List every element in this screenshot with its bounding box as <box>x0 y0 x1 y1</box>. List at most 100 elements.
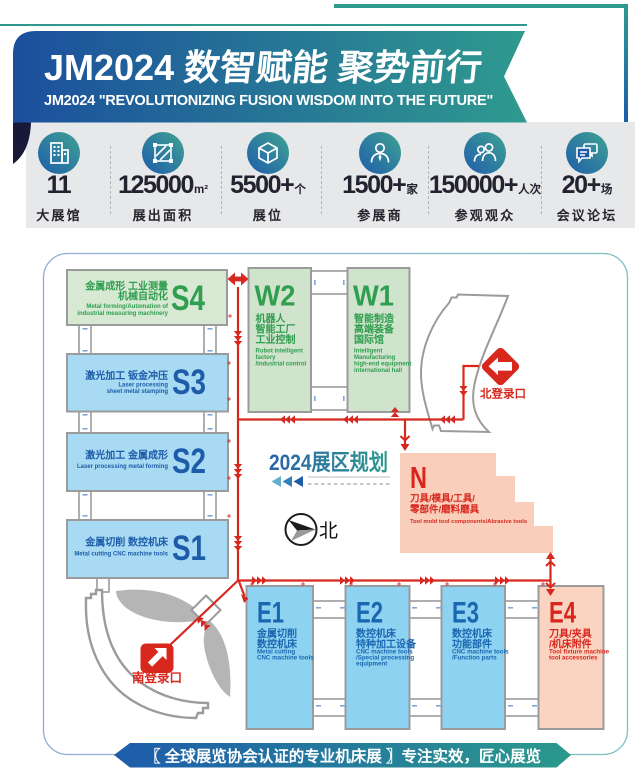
shape-path <box>227 439 231 443</box>
footer-ribbon <box>114 743 571 768</box>
hall-W1-en3: high-end equipment <box>354 362 411 368</box>
shape-rect <box>312 600 347 619</box>
south-entrance-icon[interactable] <box>140 643 174 674</box>
north-building <box>419 293 510 434</box>
shape-path <box>397 582 401 586</box>
hall-E3[interactable] <box>440 585 506 730</box>
hall-S4-en1: Metal forming/Automation of <box>86 304 169 310</box>
hall-S4[interactable] <box>66 269 228 326</box>
stat-suffix-text: 人次 <box>518 184 542 196</box>
compass: 北 <box>284 513 338 546</box>
hall-S2-cn1: 激光加工 金属成形 <box>85 449 168 462</box>
shape-path <box>301 582 305 586</box>
shape-rect <box>340 705 345 707</box>
shape-circle <box>476 145 486 154</box>
shape-polygon <box>390 407 400 412</box>
hall-E3-en1: CNC machine tools <box>452 649 509 656</box>
shape-polygon <box>445 415 450 424</box>
hall-S1[interactable] <box>66 519 229 579</box>
hall-N[interactable] <box>400 453 553 553</box>
shape-polygon <box>204 624 211 631</box>
shape-rect <box>82 328 88 330</box>
stat-separator <box>428 146 429 214</box>
banner-subtitle: JM2024 "REVOLUTIONIZING FUSION WISDOM IN… <box>44 93 493 109</box>
shape-polygon <box>233 341 243 346</box>
shape-group <box>53 146 66 156</box>
shape-path <box>155 145 171 161</box>
banner-title-cn: 数智赋能 聚势前行 <box>182 47 485 88</box>
shape-group <box>197 617 211 631</box>
hall-E3-cn1: 数控机床 <box>452 627 493 640</box>
shape-rect <box>57 146 60 148</box>
shape-polygon <box>353 415 358 424</box>
halls <box>66 267 605 730</box>
shape-rect <box>207 350 213 352</box>
stat-label: 大展馆 <box>36 208 82 223</box>
exhibitor-icon <box>359 132 401 174</box>
hall-S4-id: S4 <box>171 279 205 318</box>
hall-E2[interactable] <box>344 585 411 730</box>
hall-W1-cn3: 国际馆 <box>354 333 384 346</box>
stat-label: 展出面积 <box>132 208 194 223</box>
shape-polyline <box>545 582 556 589</box>
shape-rect <box>57 150 60 152</box>
hall-E1[interactable] <box>245 585 314 730</box>
shape-polygon <box>197 617 204 624</box>
stat-value: 1500+家 <box>320 173 440 203</box>
hall-E2-en3: equipment <box>356 661 387 668</box>
shape-polygon <box>257 576 262 585</box>
shape-path <box>250 582 254 586</box>
shape-circle <box>374 142 386 154</box>
hall-E1-id: E1 <box>257 597 284 630</box>
shape-path <box>227 514 231 518</box>
stat-value: 20+场 <box>527 173 635 203</box>
shape-rect <box>436 705 441 707</box>
shape-polygon <box>340 576 345 585</box>
shape-rect <box>153 159 157 163</box>
hall-W1-en1: Intelligent <box>354 349 382 355</box>
visitor-icon <box>464 132 506 174</box>
shape-rect <box>82 350 88 352</box>
svg-graphic <box>576 143 598 164</box>
hall-W1[interactable] <box>346 267 411 413</box>
hall-E4-en1: Tool fixture machine <box>549 649 610 656</box>
hall-E1-cn2: 数控机床 <box>257 638 298 651</box>
shape-rect <box>53 154 56 156</box>
shape-path <box>147 651 163 667</box>
hall-N-cn1: 刀具/模具/工具/ <box>410 493 475 505</box>
hall-E3-en2: /Function parts <box>452 655 497 662</box>
shape-path <box>378 154 382 162</box>
shape-polyline <box>399 435 411 442</box>
shape-polygon <box>233 331 243 336</box>
shape-rect <box>82 494 88 496</box>
shape-group <box>153 143 173 163</box>
shape-polygon <box>282 476 292 487</box>
hall-S1-en1: Metal cutting CNC machine tools <box>74 552 168 558</box>
stat-booths: 5500+个 展位 <box>208 132 328 224</box>
hall-W2-en2: factory <box>256 355 277 361</box>
hall-E4[interactable] <box>537 585 605 730</box>
hall-W2-en3: /industrial control <box>256 362 307 368</box>
hall-S2[interactable] <box>66 432 229 492</box>
corridor-marks <box>82 280 537 707</box>
hall-W2[interactable] <box>247 267 312 413</box>
hall-S4-en2: industrial measuring machinery <box>77 311 168 317</box>
stat-label: 会议论坛 <box>556 208 618 223</box>
shape-rect <box>532 705 537 707</box>
hall-S3[interactable] <box>66 353 229 413</box>
shape-rect <box>57 154 60 156</box>
hall-W1-en2: Manufacturing <box>354 355 396 361</box>
shape-group <box>390 407 400 417</box>
red-tick-marks <box>227 314 545 586</box>
shape-polygon <box>291 529 316 541</box>
shape-polygon <box>271 476 281 487</box>
area-icon <box>142 132 184 174</box>
hall-E4-cn1: 刀具/夹具 <box>549 627 592 640</box>
shape-rect <box>316 705 321 707</box>
two-way-arrow-left <box>227 272 235 286</box>
hall-S3-cn1: 激光加工 钣金冲压 <box>85 369 168 382</box>
shape-rect <box>64 153 66 155</box>
north-entrance-icon[interactable] <box>480 346 521 387</box>
hall-N-cn2: 零部件/磨料磨具 <box>409 504 480 516</box>
